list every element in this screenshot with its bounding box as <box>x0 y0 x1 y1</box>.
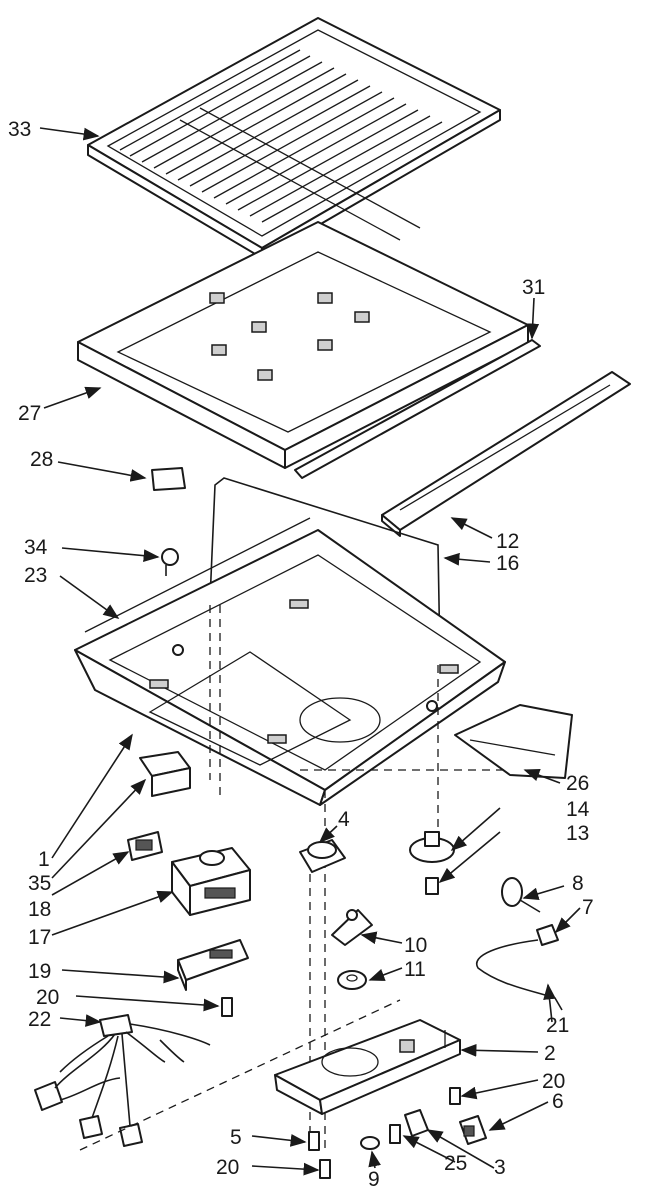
rail <box>381 371 631 537</box>
control-housing <box>171 847 251 916</box>
small-block <box>151 467 186 491</box>
frame-tray <box>77 221 529 469</box>
screws <box>221 997 461 1179</box>
bracket <box>177 939 249 991</box>
socket <box>536 924 559 946</box>
reference-lines <box>79 769 505 1151</box>
disk <box>337 970 367 990</box>
grommet <box>360 1136 380 1150</box>
label-28: 28 <box>30 448 53 471</box>
bulb <box>501 877 541 913</box>
label-1: 1 <box>38 848 50 871</box>
label-7: 7 <box>582 896 594 919</box>
label-10: 10 <box>404 934 427 957</box>
knob <box>409 831 455 863</box>
label-20-b: 20 <box>542 1070 565 1093</box>
label-13: 13 <box>566 822 589 845</box>
label-25: 25 <box>444 1152 467 1175</box>
label-14: 14 <box>566 798 590 821</box>
plug <box>404 1109 429 1137</box>
label-23: 23 <box>24 564 47 587</box>
label-20-a: 20 <box>36 986 59 1009</box>
label-31: 31 <box>522 276 545 299</box>
bezel <box>127 831 163 861</box>
insulation-piece <box>454 704 573 779</box>
label-35: 35 <box>28 872 51 895</box>
part-labels: 33 31 27 28 12 34 16 23 26 4 14 1 13 35 … <box>8 118 594 1191</box>
screw <box>425 877 439 895</box>
label-8: 8 <box>572 872 584 895</box>
fastener <box>389 1124 401 1144</box>
label-17: 17 <box>28 926 51 949</box>
label-22: 22 <box>28 1008 51 1031</box>
label-2: 2 <box>544 1042 556 1065</box>
label-6: 6 <box>552 1090 564 1113</box>
housing <box>274 1019 461 1115</box>
connector <box>459 1115 487 1145</box>
label-33: 33 <box>8 118 31 141</box>
label-16: 16 <box>496 552 519 575</box>
wire-harness <box>34 1014 211 1147</box>
label-18: 18 <box>28 898 51 921</box>
label-19: 19 <box>28 960 51 983</box>
liner-plate <box>74 517 506 806</box>
wire-frame <box>209 477 441 661</box>
label-21: 21 <box>546 1014 569 1037</box>
label-4: 4 <box>338 808 350 831</box>
switch <box>139 751 191 797</box>
rod <box>294 339 541 479</box>
leader-lines <box>39 127 581 1176</box>
label-11: 11 <box>404 958 426 981</box>
label-26: 26 <box>566 772 589 795</box>
thermostat <box>299 839 346 873</box>
label-20-c: 20 <box>216 1156 239 1179</box>
label-3: 3 <box>494 1156 506 1179</box>
label-9: 9 <box>368 1168 380 1191</box>
label-27: 27 <box>18 402 41 425</box>
label-12: 12 <box>496 530 519 553</box>
grille-panel <box>87 17 501 259</box>
label-5: 5 <box>230 1126 242 1149</box>
wire <box>475 939 563 1011</box>
sensor <box>331 909 373 946</box>
clip <box>161 548 179 576</box>
label-34: 34 <box>24 536 48 559</box>
